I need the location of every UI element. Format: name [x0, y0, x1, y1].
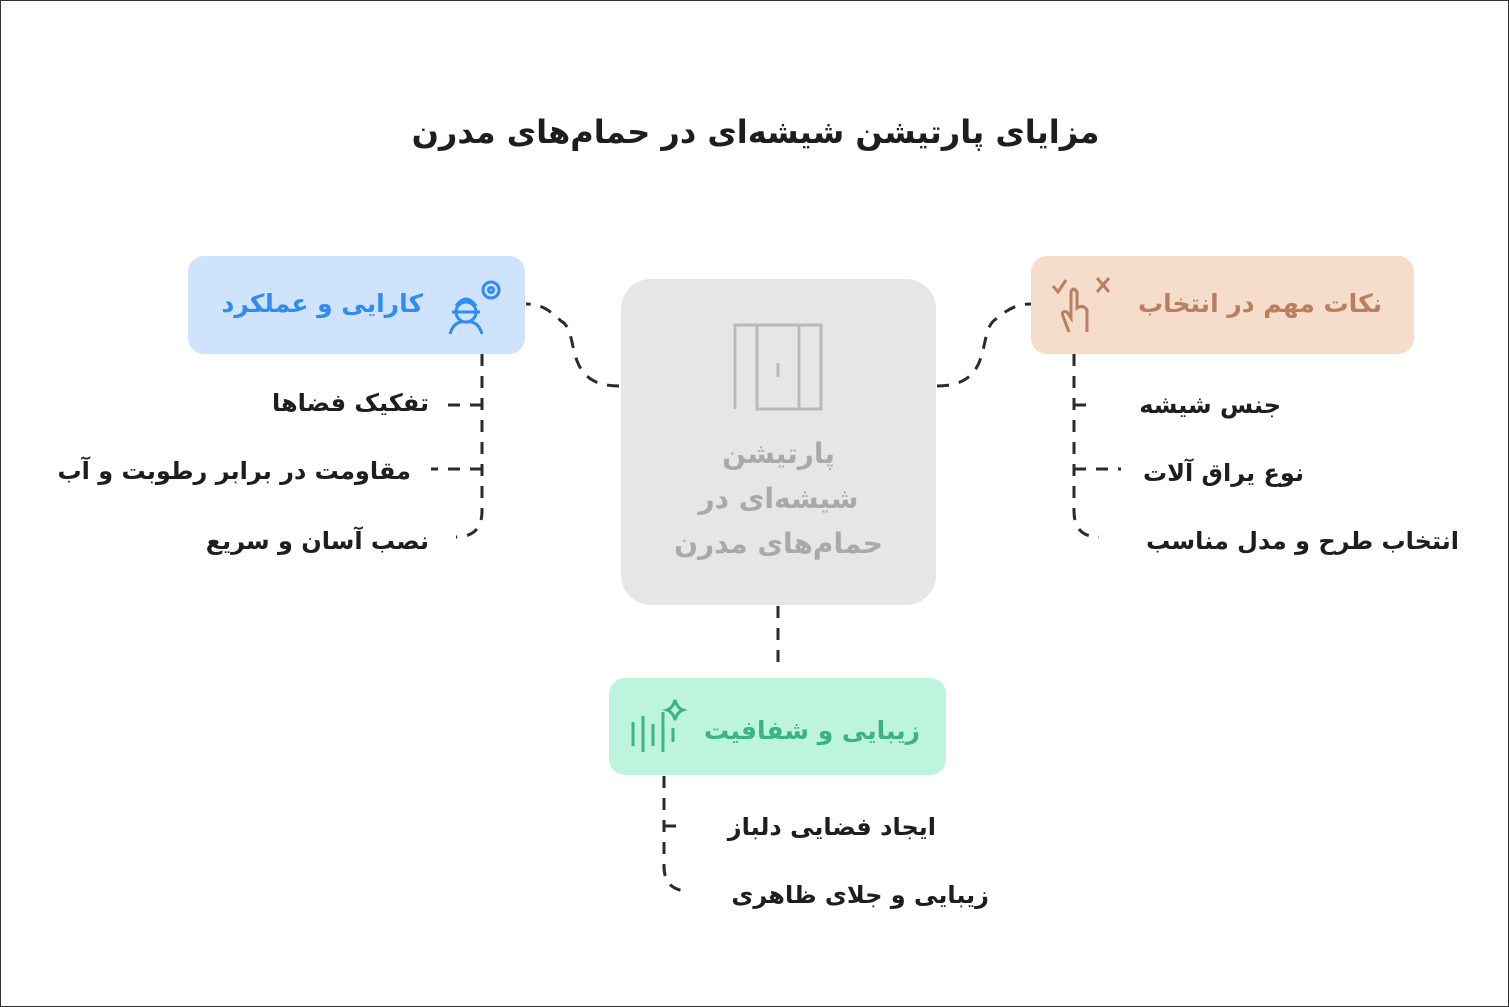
hand-choice-icon: [1051, 277, 1111, 333]
performance-item: تفکیک فضاها: [272, 389, 429, 417]
performance-item: نصب آسان و سریع: [205, 527, 429, 555]
connector-performance-items: [431, 354, 484, 539]
diagram-title: مزایای پارتیشن شیشه‌ای در حمام‌های مدرن: [411, 113, 1100, 151]
connector-beauty-items: [662, 776, 690, 893]
center-label: پارتیشن شیشه‌ای در حمام‌های مدرن: [621, 431, 936, 566]
beauty-label: زیبایی و شفافیت: [703, 716, 920, 745]
beauty-item: زیبایی و جلای ظاهری: [731, 881, 989, 909]
sparkle-icon: [631, 699, 688, 752]
beauty-node: زیبایی و شفافیت: [609, 678, 946, 775]
selection-node: نکات مهم در انتخاب: [1031, 256, 1414, 354]
selection-item: نوع یراق آلات: [1142, 459, 1304, 487]
shower-door-icon: [733, 323, 823, 411]
engineer-gear-icon: [448, 280, 501, 335]
performance-node: کارایی و عملکرد: [188, 256, 525, 354]
connector-center-selection: [936, 302, 1032, 388]
selection-item: جنس شیشه: [1139, 391, 1281, 419]
performance-item: مقاومت در برابر رطوبت و آب: [57, 457, 412, 485]
center-line-2: شیشه‌ای در: [698, 482, 859, 515]
connector-center-performance: [525, 302, 620, 388]
center-line-3: حمام‌های مدرن: [674, 527, 883, 560]
performance-label: کارایی و عملکرد: [221, 289, 423, 318]
beauty-item: ایجاد فضایی دلباز: [727, 813, 936, 841]
connector-selection-items: [1072, 354, 1121, 539]
selection-label: نکات مهم در انتخاب: [1137, 289, 1382, 318]
center-line-1: پارتیشن: [722, 437, 835, 470]
selection-item: انتخاب طرح و مدل مناسب: [1146, 527, 1459, 555]
center-node: [621, 279, 936, 605]
